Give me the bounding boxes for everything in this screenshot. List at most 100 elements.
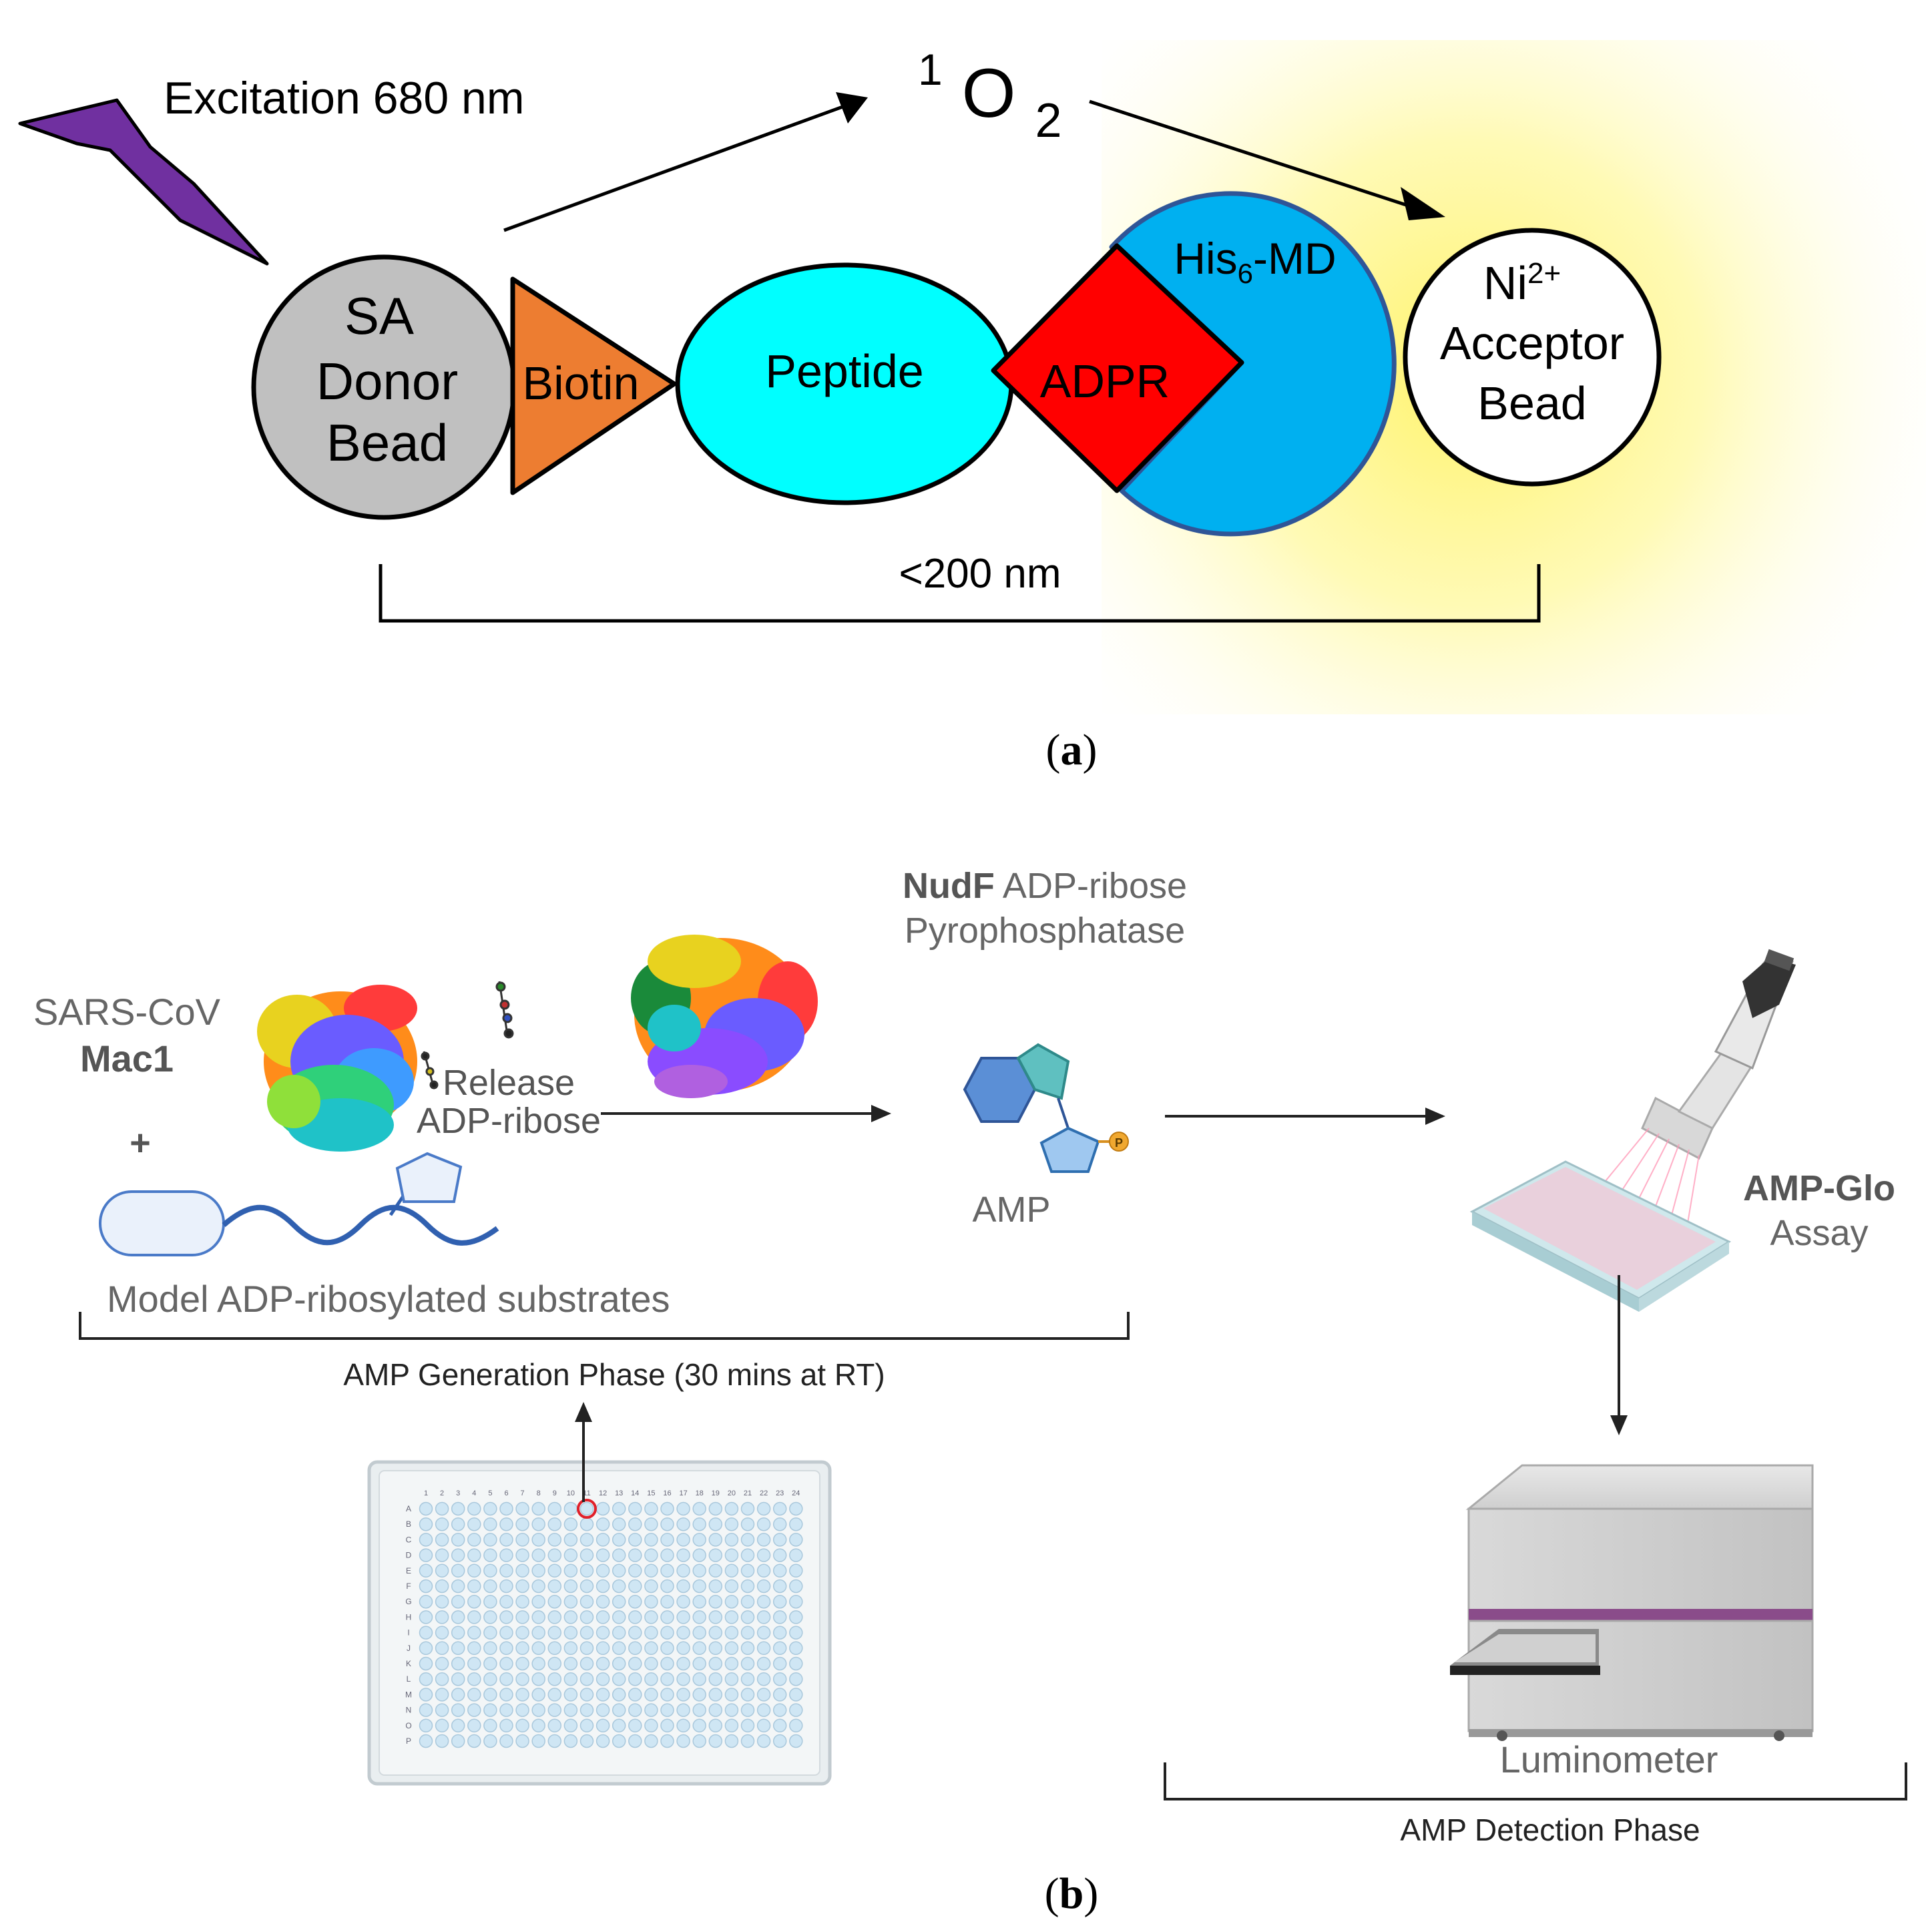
plate-well: [708, 1688, 723, 1702]
plate-well: [579, 1548, 594, 1562]
plate-well: [644, 1641, 658, 1656]
plate-well: [772, 1501, 787, 1516]
plate-well: [740, 1672, 755, 1686]
plate-well: [644, 1718, 658, 1733]
plate-column-label: 16: [663, 1489, 671, 1497]
plate-well: [676, 1517, 690, 1531]
plate-well: [660, 1594, 674, 1609]
plate-column-label: 20: [728, 1489, 736, 1497]
plate-well: [708, 1626, 723, 1640]
plate-well: [692, 1517, 706, 1531]
plate-row-label: H: [406, 1612, 412, 1622]
plate-well: [451, 1517, 465, 1531]
plate-well: [435, 1656, 449, 1671]
plate-well: [708, 1517, 723, 1531]
plate-well: [419, 1517, 433, 1531]
plate-column-label: 19: [712, 1489, 720, 1497]
plate-row-label: K: [406, 1659, 411, 1668]
plate-well: [435, 1533, 449, 1547]
plate-well: [740, 1563, 755, 1578]
plate-well: [419, 1688, 433, 1702]
plate-well: [451, 1501, 465, 1516]
plate-column-label: 2: [440, 1489, 444, 1497]
plate-well: [724, 1594, 739, 1609]
plate-well: [563, 1672, 578, 1686]
plate-column-label: 11: [583, 1489, 590, 1497]
plate-well: [660, 1734, 674, 1748]
plate-well: [483, 1548, 497, 1562]
plate-well: [499, 1563, 513, 1578]
plate-well: [724, 1626, 739, 1640]
lightning-icon: [18, 98, 269, 266]
singlet-oxygen-label: 1 O 2: [918, 23, 1061, 148]
panel-b-caption: (b): [1045, 1869, 1099, 1918]
his-md-subscript: 6: [1238, 258, 1253, 289]
plate-well: [595, 1734, 610, 1748]
plate-well: [756, 1656, 771, 1671]
phosphate-icon: [1109, 1132, 1129, 1152]
plate-well: [612, 1563, 626, 1578]
plate-well: [547, 1594, 562, 1609]
plate-well: [531, 1548, 545, 1562]
plate-well: [644, 1734, 658, 1748]
plate-well: [708, 1563, 723, 1578]
plate-well: [563, 1501, 578, 1516]
plate-column-label: 22: [760, 1489, 768, 1497]
plate-well: [515, 1688, 529, 1702]
plate-well: [563, 1579, 578, 1594]
plate-well: [789, 1626, 803, 1640]
plate-well: [708, 1703, 723, 1717]
distance-bracket: [379, 564, 1541, 623]
plate-row-label: F: [406, 1582, 411, 1591]
plate-well: [756, 1610, 771, 1624]
plate-well: [756, 1718, 771, 1733]
nudf-protein-icon: [631, 935, 818, 1098]
plate-well: [692, 1703, 706, 1717]
plate-well: [515, 1703, 529, 1717]
singlet-oxygen-subscript: 2: [1035, 94, 1061, 148]
plate-well: [451, 1533, 465, 1547]
plate-well: [756, 1563, 771, 1578]
amp-glo-assay-label: Assay: [1770, 1213, 1868, 1253]
plate-well: [724, 1579, 739, 1594]
plate-well: [692, 1501, 706, 1516]
plate-well: [419, 1533, 433, 1547]
plate-well: [724, 1548, 739, 1562]
plate-well: [531, 1641, 545, 1656]
plate-well: [612, 1703, 626, 1717]
plate-well: [660, 1548, 674, 1562]
plate-well: [579, 1641, 594, 1656]
plate-well: [660, 1579, 674, 1594]
phosphate-label: P: [1115, 1136, 1123, 1150]
plate-well: [692, 1672, 706, 1686]
mac1-protein-icon: [257, 985, 417, 1152]
plate-well: [676, 1610, 690, 1624]
plate-well: [660, 1501, 674, 1516]
plate-well: [628, 1533, 642, 1547]
plate-well: [676, 1563, 690, 1578]
plate-well: [660, 1533, 674, 1547]
plate-well: [595, 1548, 610, 1562]
plate-well: [499, 1517, 513, 1531]
panel-b: SARS-CoV Mac1 + Release: [33, 866, 1907, 1918]
plate-row-label: L: [407, 1674, 411, 1684]
plate-row-label: C: [406, 1535, 412, 1544]
acceptor-bead-line2: Acceptor: [1440, 317, 1624, 369]
plate-well: [595, 1626, 610, 1640]
plate-well: [435, 1610, 449, 1624]
singlet-oxygen-base: O: [962, 55, 1016, 132]
plate-well: [772, 1517, 787, 1531]
plate-well: [772, 1548, 787, 1562]
plate-well: [499, 1626, 513, 1640]
amp-label: AMP: [972, 1190, 1050, 1230]
plate-well: [499, 1703, 513, 1717]
plate-well: [660, 1563, 674, 1578]
plate-well: [419, 1734, 433, 1748]
adp-ribose-molecule-icon: [495, 981, 514, 1039]
plate-well: [451, 1718, 465, 1733]
plate-well: [419, 1548, 433, 1562]
plate-well: [692, 1610, 706, 1624]
plate-well: [595, 1688, 610, 1702]
plate-well: [789, 1734, 803, 1748]
plate-well: [547, 1718, 562, 1733]
